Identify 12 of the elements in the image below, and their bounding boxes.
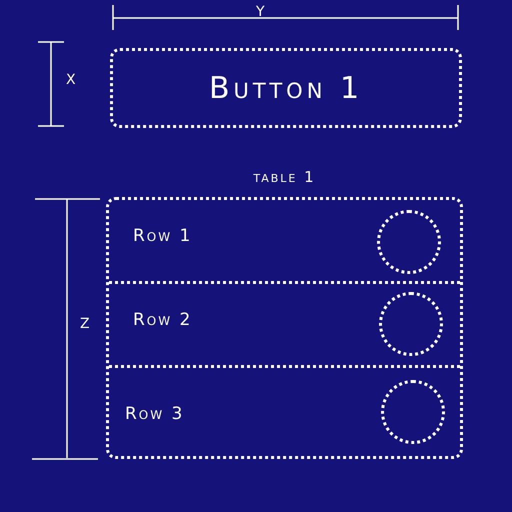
- dimension-label: Z: [80, 316, 92, 332]
- radio-circle: [379, 292, 443, 356]
- dimension-label: Y: [256, 4, 267, 20]
- table-heading: table 1: [252, 168, 317, 186]
- row-label: Row 2: [133, 310, 192, 330]
- button-label: Button 1: [208, 71, 364, 106]
- button-frame: [110, 48, 462, 128]
- radio-circle: [377, 210, 441, 274]
- row-label: Row 3: [125, 404, 184, 424]
- dimension-label: X: [66, 72, 78, 88]
- radio-circle: [381, 380, 445, 444]
- row-label: Row 1: [133, 226, 192, 246]
